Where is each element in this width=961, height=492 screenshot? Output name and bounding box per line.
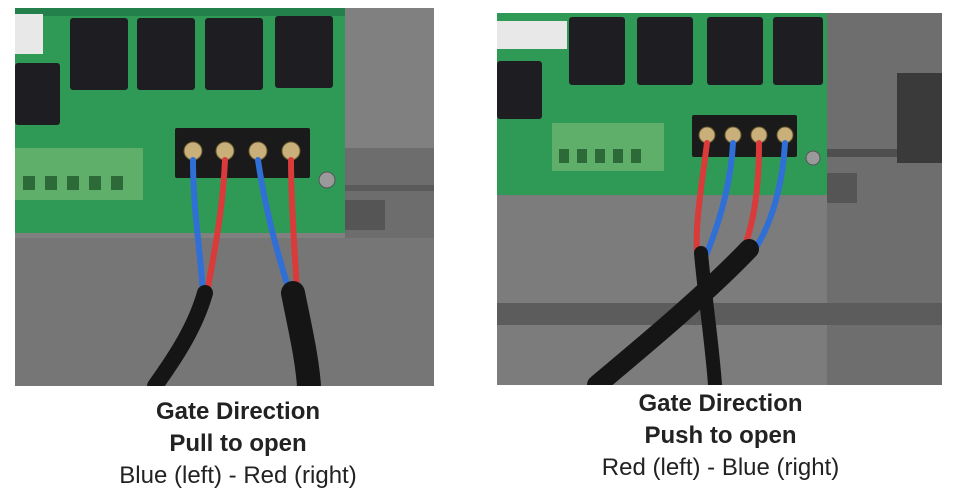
caption-title: Gate Direction bbox=[638, 390, 803, 417]
motor-wires bbox=[190, 157, 300, 296]
relay-board-photo bbox=[15, 8, 434, 386]
relay-row bbox=[15, 16, 333, 125]
input-connector bbox=[15, 148, 143, 200]
caption-push-to-open: Gate Direction Push to open Red (left) -… bbox=[480, 388, 961, 484]
caption-title: Gate Direction bbox=[155, 398, 321, 425]
motor-terminal-block bbox=[692, 115, 797, 157]
black-cables bbox=[587, 239, 759, 385]
input-connector bbox=[552, 123, 664, 171]
panel-pull-to-open: Gate Direction Pull to open Blue (left) … bbox=[0, 0, 480, 492]
caption-mode: Pull to open bbox=[169, 430, 307, 457]
wiring-photo-pull-to-open bbox=[15, 8, 434, 386]
caption-wiring: Red (left) - Blue (right) bbox=[601, 454, 840, 481]
relay-row bbox=[497, 17, 823, 119]
motor-wires bbox=[693, 140, 788, 256]
panel-push-to-open: Gate Direction Push to open Red (left) -… bbox=[480, 0, 961, 492]
relay-board-photo bbox=[497, 13, 942, 385]
caption-mode: Push to open bbox=[644, 422, 797, 449]
black-cables bbox=[147, 281, 321, 386]
caption-pull-to-open: Gate Direction Pull to open Blue (left) … bbox=[15, 396, 461, 492]
wiring-photo-push-to-open bbox=[497, 13, 942, 385]
caption-wiring: Blue (left) - Red (right) bbox=[119, 462, 357, 489]
motor-terminal-block bbox=[175, 128, 310, 178]
